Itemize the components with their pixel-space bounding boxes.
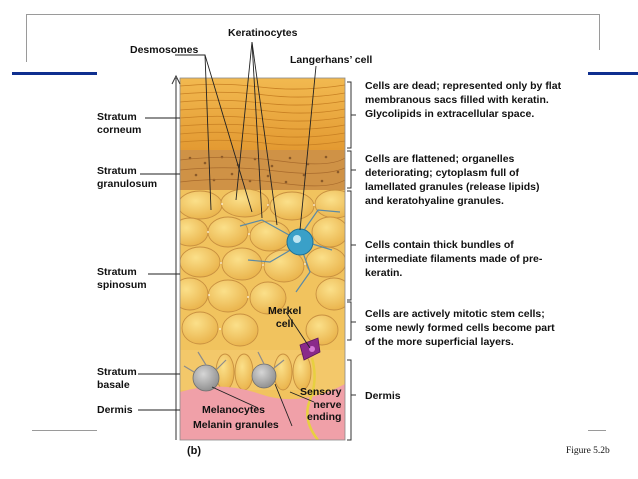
melanocytes-label: Melanocytes [202,404,266,416]
panel-letter: (b) [187,445,202,457]
langerhans-cell-body [286,228,314,256]
keratinocytes-label: Keratinocytes [228,27,298,39]
melanin-granules-label: Melanin granules [193,419,279,431]
corneum-sheets [180,83,345,146]
corneum-layer [180,78,345,150]
langerhans-cell-label: Langerhans’ cell [290,54,373,66]
skin-block [180,78,345,440]
slide-left-rule [26,14,27,62]
slide-bottom-rule-right [588,430,606,431]
description-basale: Cells are actively mitotic stem cells;so… [365,308,555,348]
slide-right-rule [599,14,600,50]
description-corneum: Cells are dead; represented only by flat… [365,80,562,120]
description-dermis: Dermis [365,390,401,402]
melanocytes [183,351,285,392]
layer-brackets [347,81,356,441]
slide-bottom-rule-left [32,430,98,431]
merkel-cell [299,337,321,361]
slide-accent-bar-right [588,72,638,75]
layer-label-dermis: Dermis [97,404,133,416]
figure-caption: Figure 5.2b [566,446,610,456]
desmosomes-label: Desmosomes [130,44,199,56]
dermis-layer [180,384,345,440]
pointer-lines [138,41,317,427]
slide-top-rule [26,14,600,15]
granulosum-layer [180,150,345,190]
langerhans-dendrites [239,209,341,293]
slide-accent-bar-left [12,72,98,75]
keratohyaline-granules [188,155,340,184]
